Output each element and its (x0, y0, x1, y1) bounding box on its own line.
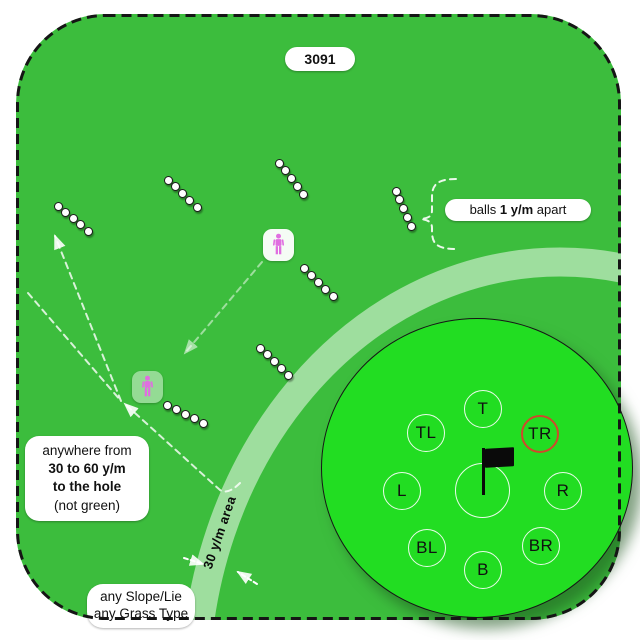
golf-ball-row7 (189, 414, 199, 423)
golf-ball-row7 (162, 400, 172, 410)
drill-number-badge: 3091 (285, 47, 355, 71)
golf-ball-row7 (180, 409, 190, 419)
green-position-b: B (464, 551, 502, 589)
guide-arrow-to-row1 (54, 234, 122, 402)
surface-line1: any Slope/Lie (100, 589, 182, 604)
green-position-tr: TR (521, 415, 559, 453)
balls-apart-value: 1 y/m (499, 202, 534, 217)
golf-ball-row4 (402, 212, 412, 222)
golf-ball-row5 (328, 291, 338, 301)
green-position-bl: BL (408, 529, 446, 567)
balls-apart-suffix: apart (533, 202, 567, 217)
golf-ball-row5 (321, 284, 331, 294)
distance-line2: 30 to 60 y/m (48, 461, 126, 477)
surface-line2: any Grass Type (93, 605, 189, 621)
green-position-tl: TL (407, 414, 445, 452)
flag-pennant-icon (485, 447, 514, 468)
putting-green: T TL TR L R BL BR B (321, 318, 633, 618)
green-position-l: L (383, 472, 421, 510)
distance-callout: anywhere from 30 to 60 y/m to the hole (… (25, 436, 149, 521)
distance-line4: (not green) (53, 497, 121, 513)
golf-ball-row6 (283, 370, 293, 380)
golf-ball-row4 (391, 186, 401, 196)
green-position-t: T (464, 390, 502, 428)
distance-line3: to the hole (52, 479, 122, 495)
golf-ball-row5 (299, 263, 309, 273)
surface-callout: any Slope/Lie any Grass Type (87, 584, 195, 628)
golf-ball-row7 (198, 418, 208, 428)
guide-arrow-player1-to-player2 (183, 261, 263, 355)
player-icon-1 (263, 229, 294, 261)
golf-ball-row3 (298, 189, 308, 199)
golf-ball-row5 (306, 270, 316, 280)
guide-line-left (27, 292, 122, 402)
distance-line1: anywhere from (42, 443, 132, 458)
golf-ball-row4 (406, 221, 416, 231)
balls-apart-prefix: balls (469, 202, 500, 217)
band-arrow-right (236, 570, 258, 585)
golf-ball-row1 (83, 226, 93, 236)
green-position-r: R (544, 472, 582, 510)
golf-ball-row3 (292, 181, 302, 191)
player-icon-2 (132, 371, 163, 403)
balls-apart-callout: balls 1 y/m apart (445, 199, 591, 221)
golf-ball-row7 (171, 405, 181, 414)
green-position-br: BR (522, 527, 560, 565)
golf-ball-row2 (192, 202, 202, 212)
